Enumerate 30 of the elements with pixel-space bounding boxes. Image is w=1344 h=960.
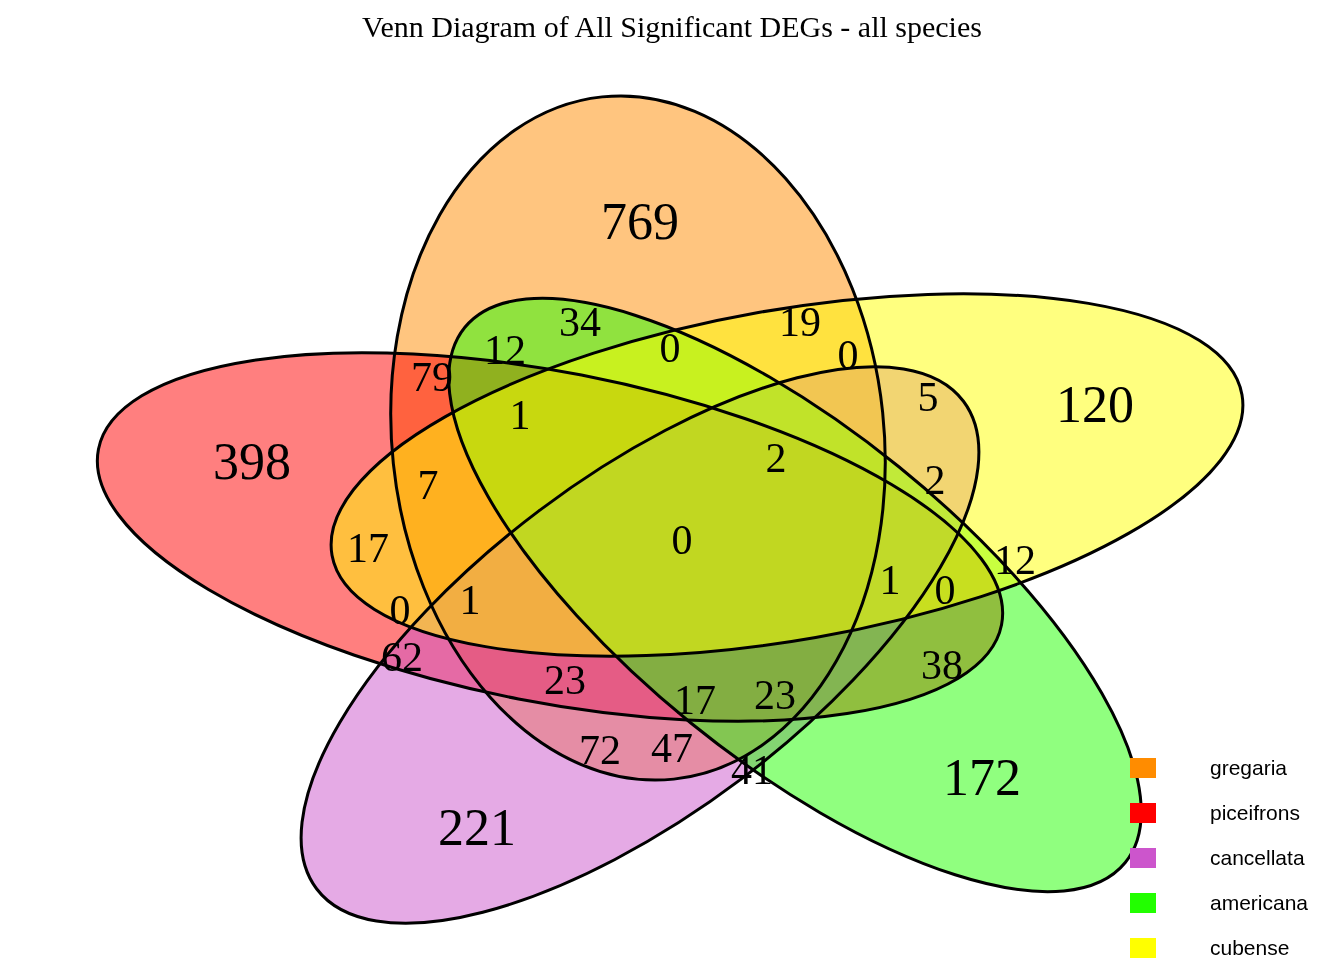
region-count: 5 [917, 376, 939, 418]
region-count: 1 [509, 394, 531, 436]
legend-label: gregaria [1210, 756, 1288, 780]
region-count: 23 [544, 659, 586, 701]
region-count: 0 [671, 519, 693, 561]
legend-label: cubense [1210, 936, 1290, 960]
region-count: 2 [765, 437, 787, 479]
region-count: 172 [943, 752, 1021, 804]
region-count: 34 [559, 301, 601, 343]
region-count: 221 [438, 802, 516, 854]
region-count: 769 [601, 196, 679, 248]
region-count: 72 [579, 729, 621, 771]
legend-label: americana [1210, 891, 1309, 915]
region-count: 1 [879, 559, 901, 601]
region-count: 398 [213, 436, 291, 488]
region-count: 7 [417, 464, 439, 506]
region-count: 17 [347, 527, 389, 569]
region-count: 1 [459, 579, 481, 621]
region-count: 19 [779, 301, 821, 343]
region-count: 12 [994, 539, 1036, 581]
region-count: 47 [651, 727, 693, 769]
region-count: 120 [1056, 379, 1134, 431]
legend-label: piceifrons [1210, 801, 1300, 825]
chart-title: Venn Diagram of All Significant DEGs - all species [361, 10, 983, 44]
legend-label: cancellata [1210, 846, 1305, 870]
region-count: 0 [934, 569, 956, 611]
region-count: 17 [674, 679, 716, 721]
region-count: 38 [921, 644, 963, 686]
region-count: 23 [754, 674, 796, 716]
region-count: 0 [659, 327, 681, 369]
